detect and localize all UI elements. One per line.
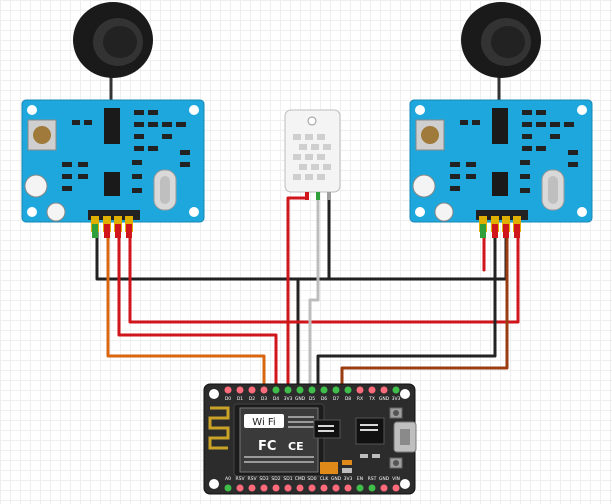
bottom-pin: [344, 484, 352, 492]
bottom-pin: [296, 484, 304, 492]
bottom-pin: [236, 484, 244, 492]
top-pin: [272, 386, 280, 394]
wire-dht-vcc: [286, 196, 309, 390]
bottom-pin-label: GND: [379, 476, 390, 482]
ultrasonic-transducer-icon: [73, 2, 153, 78]
bottom-pin: [392, 484, 400, 492]
top-pin: [224, 386, 232, 394]
top-pin: [320, 386, 328, 394]
bottom-pin-label: VIN: [392, 476, 400, 482]
top-pin-label: D0: [225, 396, 231, 402]
fc-mark: FC: [258, 439, 276, 454]
wire-vcc-bus: [128, 212, 520, 324]
top-pin: [356, 386, 364, 394]
top-pin-label: 3V3: [392, 396, 401, 402]
top-pin-label: GND: [295, 396, 306, 402]
bottom-pin-label: CLK: [320, 476, 330, 482]
header-pins: [479, 216, 521, 238]
top-pin: [296, 386, 304, 394]
wifi-logo: Wi Fi: [252, 417, 275, 428]
bottom-pin: [368, 484, 376, 492]
top-pin-label: GND: [379, 396, 390, 402]
top-pin-label: D7: [333, 396, 339, 402]
bottom-pin-label: SD1: [283, 476, 292, 482]
top-pin-label: D8: [345, 396, 351, 402]
bottom-pin-label: SD3: [259, 476, 268, 482]
bottom-pin: [284, 484, 292, 492]
bottom-pin: [380, 484, 388, 492]
header-pins: [91, 216, 133, 238]
humidity-sensor: [284, 109, 341, 200]
bottom-pin: [308, 484, 316, 492]
top-pin: [284, 386, 292, 394]
top-pin-label: D6: [321, 396, 327, 402]
top-pin-label: D4: [273, 396, 279, 402]
wire-right-trig: [316, 212, 497, 390]
top-pin: [332, 386, 340, 394]
top-pin-label: D1: [237, 396, 243, 402]
wire-right-brown: [340, 212, 509, 390]
top-pin: [260, 386, 268, 394]
bottom-pin: [248, 484, 256, 492]
top-pin-row: [224, 386, 400, 394]
top-pin: [248, 386, 256, 394]
wire-left-echo: [117, 212, 278, 390]
bottom-pin-label: SD2: [271, 476, 280, 482]
bottom-pin-label: SD0: [307, 476, 316, 482]
bottom-pin-label: RSV: [247, 476, 257, 482]
wire-dht-data: [308, 196, 320, 390]
top-pin: [368, 386, 376, 394]
bottom-pin-label: GND: [331, 476, 342, 482]
bottom-pin: [272, 484, 280, 492]
bottom-pin: [320, 484, 328, 492]
top-pin-label: D2: [249, 396, 255, 402]
top-pin: [344, 386, 352, 394]
bottom-pin-row: [224, 484, 400, 492]
bottom-pin: [260, 484, 268, 492]
sensor-board-left: [21, 2, 205, 238]
top-pin: [380, 386, 388, 394]
bottom-pin-label: A0: [225, 476, 231, 482]
wire-left-trig: [106, 212, 266, 390]
ce-mark: CE: [288, 440, 304, 453]
ultrasonic-transducer-icon: [461, 2, 541, 78]
bottom-pin: [224, 484, 232, 492]
top-pin: [236, 386, 244, 394]
bottom-pin-label: RSV: [235, 476, 245, 482]
bottom-pin-label: EN: [357, 476, 363, 482]
antenna-trace-icon: [208, 406, 230, 450]
top-pin-label: RX: [357, 396, 363, 402]
bottom-pin: [332, 484, 340, 492]
sensor-grille-icon: [293, 134, 331, 180]
top-pin-label: 3V3: [284, 396, 293, 402]
top-pin-label: TX: [368, 396, 375, 402]
bottom-pin-label: 3V3: [344, 476, 353, 482]
top-pin-label: D3: [261, 396, 267, 402]
bottom-pin-label: CMD: [295, 476, 306, 482]
bottom-pin-label: RST: [368, 476, 377, 482]
wires: [95, 196, 520, 390]
top-pin: [392, 386, 400, 394]
top-pin: [308, 386, 316, 394]
sensor-board-right: [409, 2, 593, 238]
wire-left-sensor-gnd: [95, 212, 508, 281]
top-pin-label: D5: [309, 396, 315, 402]
bottom-pin: [356, 484, 364, 492]
